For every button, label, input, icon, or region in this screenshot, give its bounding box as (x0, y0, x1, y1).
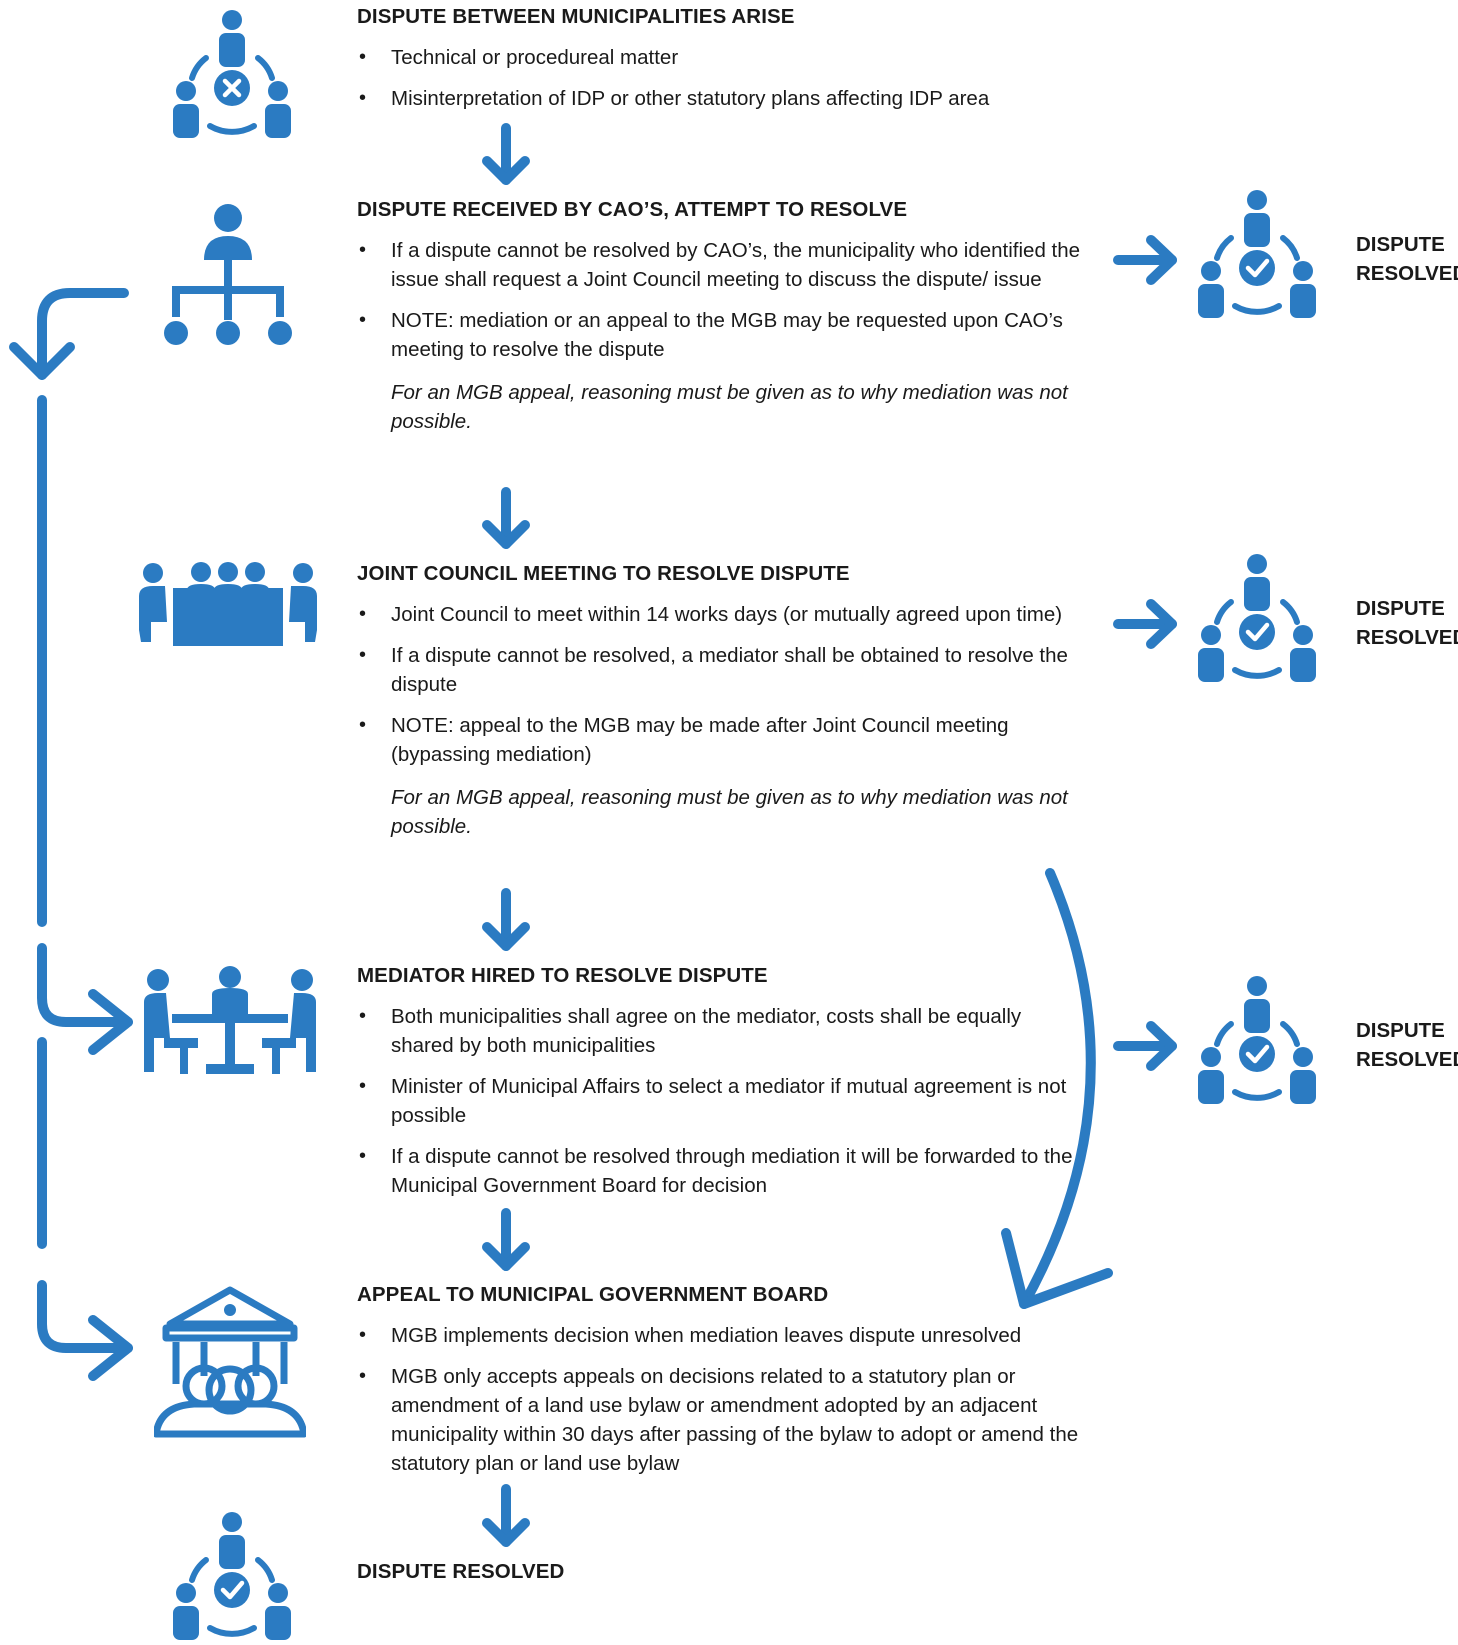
step-heading: MEDIATOR HIRED TO RESOLVE DISPUTE (357, 964, 768, 987)
step-heading: JOINT COUNCIL MEETING TO RESOLVE DISPUTE (357, 562, 850, 585)
resolved-icon-2 (1195, 552, 1319, 687)
bullet-item: Minister of Municipal Affairs to select … (357, 1072, 1087, 1130)
step-heading: DISPUTE RESOLVED (357, 1560, 565, 1583)
step-cao-review: DISPUTE RECEIVED BY CAO’S, ATTEMPT TO RE… (357, 198, 1087, 436)
step-note: For an MGB appeal, reasoning must be giv… (391, 381, 1068, 433)
resolved-icon-1 (1195, 188, 1319, 323)
side-resolved-label-1: DISPUTE RESOLVED (1356, 233, 1458, 285)
step-note: For an MGB appeal, reasoning must be giv… (391, 786, 1068, 838)
bullet-item: Joint Council to meet within 14 works da… (357, 600, 1087, 629)
bullet-item: MGB implements decision when mediation l… (357, 1321, 1087, 1350)
bullet-item: Both municipalities shall agree on the m… (357, 1002, 1087, 1060)
right-arrow-1 (1113, 235, 1177, 285)
government-board-icon (152, 1286, 308, 1443)
down-arrow-3 (482, 888, 530, 951)
curved-bypass-arrow (1001, 868, 1113, 1309)
bullet-item: MGB only accepts appeals on decisions re… (357, 1362, 1087, 1478)
bullet-item: NOTE: appeal to the MGB may be made afte… (357, 711, 1087, 769)
bullet-item: NOTE: mediation or an appeal to the MGB … (357, 306, 1087, 364)
bullet-item: If a dispute cannot be resolved through … (357, 1142, 1087, 1200)
bypass-top-arrow (9, 288, 129, 380)
step-dispute-resolved: DISPUTE RESOLVED (357, 1560, 1087, 1598)
step-heading: APPEAL TO MUNICIPAL GOVERNMENT BOARD (357, 1283, 829, 1306)
right-arrow-2 (1113, 599, 1177, 649)
down-arrow-2 (482, 487, 530, 549)
team-conflict-icon (170, 8, 294, 143)
team-resolved-icon (170, 1510, 294, 1645)
step-dispute-arises: DISPUTE BETWEEN MUNICIPALITIES ARISE Tec… (357, 5, 1087, 125)
step-bullets: If a dispute cannot be resolved by CAO’s… (357, 236, 1087, 364)
bullet-item: Misinterpretation of IDP or other statut… (357, 84, 1087, 113)
down-arrow-1 (482, 123, 530, 185)
step-joint-council: JOINT COUNCIL MEETING TO RESOLVE DISPUTE… (357, 562, 1087, 841)
step-mediator: MEDIATOR HIRED TO RESOLVE DISPUTE Both m… (357, 964, 1087, 1212)
step-bullets: MGB implements decision when mediation l… (357, 1321, 1087, 1478)
down-arrow-5 (482, 1484, 530, 1547)
step-heading: DISPUTE BETWEEN MUNICIPALITIES ARISE (357, 5, 795, 28)
bypass-to-board-arrow (37, 1280, 133, 1381)
step-mgb-appeal: APPEAL TO MUNICIPAL GOVERNMENT BOARD MGB… (357, 1283, 1087, 1490)
mediation-table-icon (142, 966, 318, 1083)
step-bullets: Technical or procedureal matter Misinter… (357, 43, 1087, 113)
resolved-icon-3 (1195, 974, 1319, 1109)
step-heading: DISPUTE RECEIVED BY CAO’S, ATTEMPT TO RE… (357, 198, 908, 221)
org-chart-icon (163, 202, 293, 351)
step-bullets: Both municipalities shall agree on the m… (357, 1002, 1087, 1200)
council-meeting-icon (137, 562, 319, 651)
side-resolved-label-2: DISPUTE RESOLVED (1356, 597, 1458, 649)
right-arrow-3 (1113, 1021, 1177, 1071)
bypass-to-mediator-arrow (37, 943, 133, 1055)
bullet-item: Technical or procedureal matter (357, 43, 1087, 72)
down-arrow-4 (482, 1208, 530, 1271)
bullet-item: If a dispute cannot be resolved by CAO’s… (357, 236, 1087, 294)
step-bullets: Joint Council to meet within 14 works da… (357, 600, 1087, 769)
bullet-item: If a dispute cannot be resolved, a media… (357, 641, 1087, 699)
side-resolved-label-3: DISPUTE RESOLVED (1356, 1019, 1458, 1071)
